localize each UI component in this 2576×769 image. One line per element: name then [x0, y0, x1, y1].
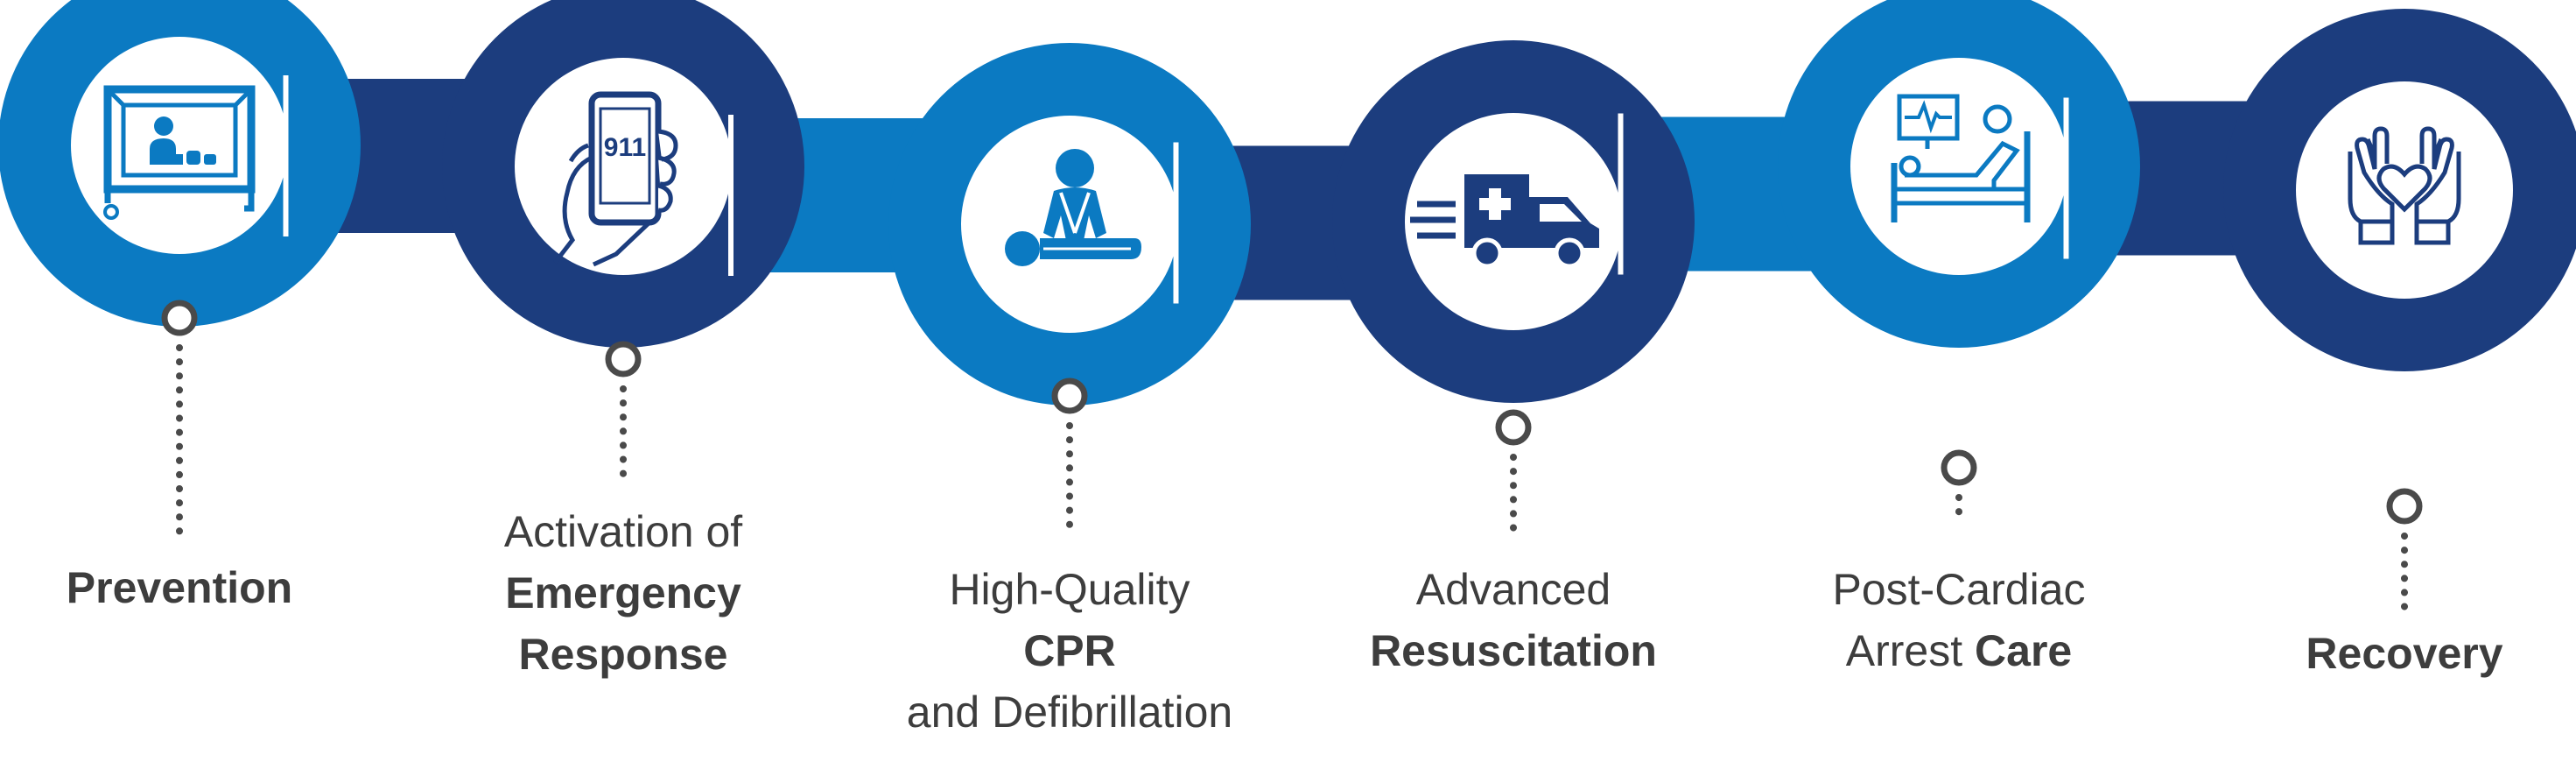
step-label-line: Response — [361, 624, 886, 685]
step-label-line: CPR — [807, 620, 1332, 681]
step-label-line: and Defibrillation — [807, 681, 1332, 743]
step-label-line: Arrest Care — [1696, 620, 2222, 681]
step-ring-2: 911 — [442, 0, 804, 348]
step-label-line: Post-Cardiac — [1696, 559, 2222, 620]
phone-911-icon: 911 — [555, 95, 676, 265]
label-bold-text: Emergency — [505, 568, 741, 617]
label-text: Arrest — [1845, 626, 1976, 675]
step-ring-3 — [888, 43, 1251, 406]
step-label-line: Activation of — [361, 501, 886, 562]
phone-911-text: 911 — [604, 133, 646, 162]
label-text: Advanced — [1415, 565, 1611, 614]
label-bold-text: CPR — [1023, 626, 1116, 675]
label-text: High-Quality — [949, 565, 1190, 614]
label-bold-text: Prevention — [66, 563, 293, 612]
label-bold-text: Recovery — [2306, 629, 2503, 678]
step-label-line: Resuscitation — [1251, 620, 1776, 681]
step-ring-1 — [0, 0, 361, 327]
label-bold-text: Response — [518, 630, 728, 679]
step-ring-4 — [1332, 40, 1695, 403]
step-label-6: Recovery — [2142, 623, 2576, 684]
step-ring-5 — [1778, 0, 2140, 348]
step-label-1: Prevention — [0, 557, 442, 618]
step-connector-4 — [1495, 409, 1532, 538]
label-text: Activation of — [503, 507, 743, 556]
step-label-line: Emergency — [361, 562, 886, 624]
step-label-line: Prevention — [0, 557, 442, 618]
label-bold-text: Care — [1975, 626, 2073, 675]
step-label-line: High-Quality — [807, 559, 1332, 620]
step-label-line: Advanced — [1251, 559, 1776, 620]
step-connector-3 — [1051, 377, 1088, 529]
step-ring-6 — [2223, 9, 2576, 371]
label-bold-text: Resuscitation — [1370, 626, 1657, 675]
label-text: Post-Cardiac — [1832, 565, 2086, 614]
step-connector-1 — [161, 300, 198, 547]
step-label-line: Recovery — [2142, 623, 2576, 684]
step-connector-2 — [605, 341, 642, 481]
step-connector-5 — [1941, 449, 1977, 526]
label-text: and Defibrillation — [906, 688, 1233, 737]
step-connector-6 — [2386, 488, 2423, 620]
